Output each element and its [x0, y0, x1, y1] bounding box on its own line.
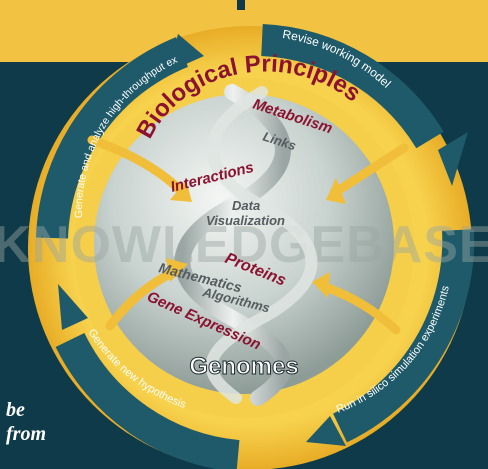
inward-arrow-right-top: [331, 143, 409, 197]
arrow-right: [332, 229, 475, 443]
inward-arrow-left-top: [87, 135, 187, 197]
inward-arrowhead-right-bottom: [312, 272, 330, 298]
dna-helix: [174, 84, 318, 406]
inward-arrowhead-right-top: [326, 178, 346, 204]
arrow-top-right: [260, 24, 444, 149]
cycle-arrowheads: [58, 34, 468, 446]
label-genomes: Genomes: [189, 353, 298, 380]
top-band-notch: [237, 0, 245, 10]
inward-arrowheads: [166, 178, 346, 298]
watermark-text: KNOWLEDGEBASE: [0, 216, 488, 274]
arrow-left: [36, 37, 189, 239]
side-text-line-2: from: [6, 423, 46, 445]
arrowhead-left: [168, 34, 204, 72]
arrowhead-bottom-left: [58, 284, 88, 330]
arrowhead-top-right: [438, 132, 468, 186]
label-visualization: Visualization: [206, 213, 285, 228]
arrow-bottom-left: [55, 332, 240, 469]
inward-arrowhead-left-bottom: [166, 258, 188, 282]
cycle-arrows: [36, 24, 475, 469]
label-data: Data: [232, 198, 260, 213]
inward-arrow-right-bottom: [317, 281, 401, 335]
helix-strand-b: [205, 86, 318, 404]
knowledge-sphere: [94, 94, 394, 394]
side-text-line-1: be: [6, 399, 25, 421]
arrowhead-right: [306, 416, 346, 446]
helix-strand-a: [174, 84, 292, 406]
inward-arrowhead-left-top: [170, 180, 192, 202]
